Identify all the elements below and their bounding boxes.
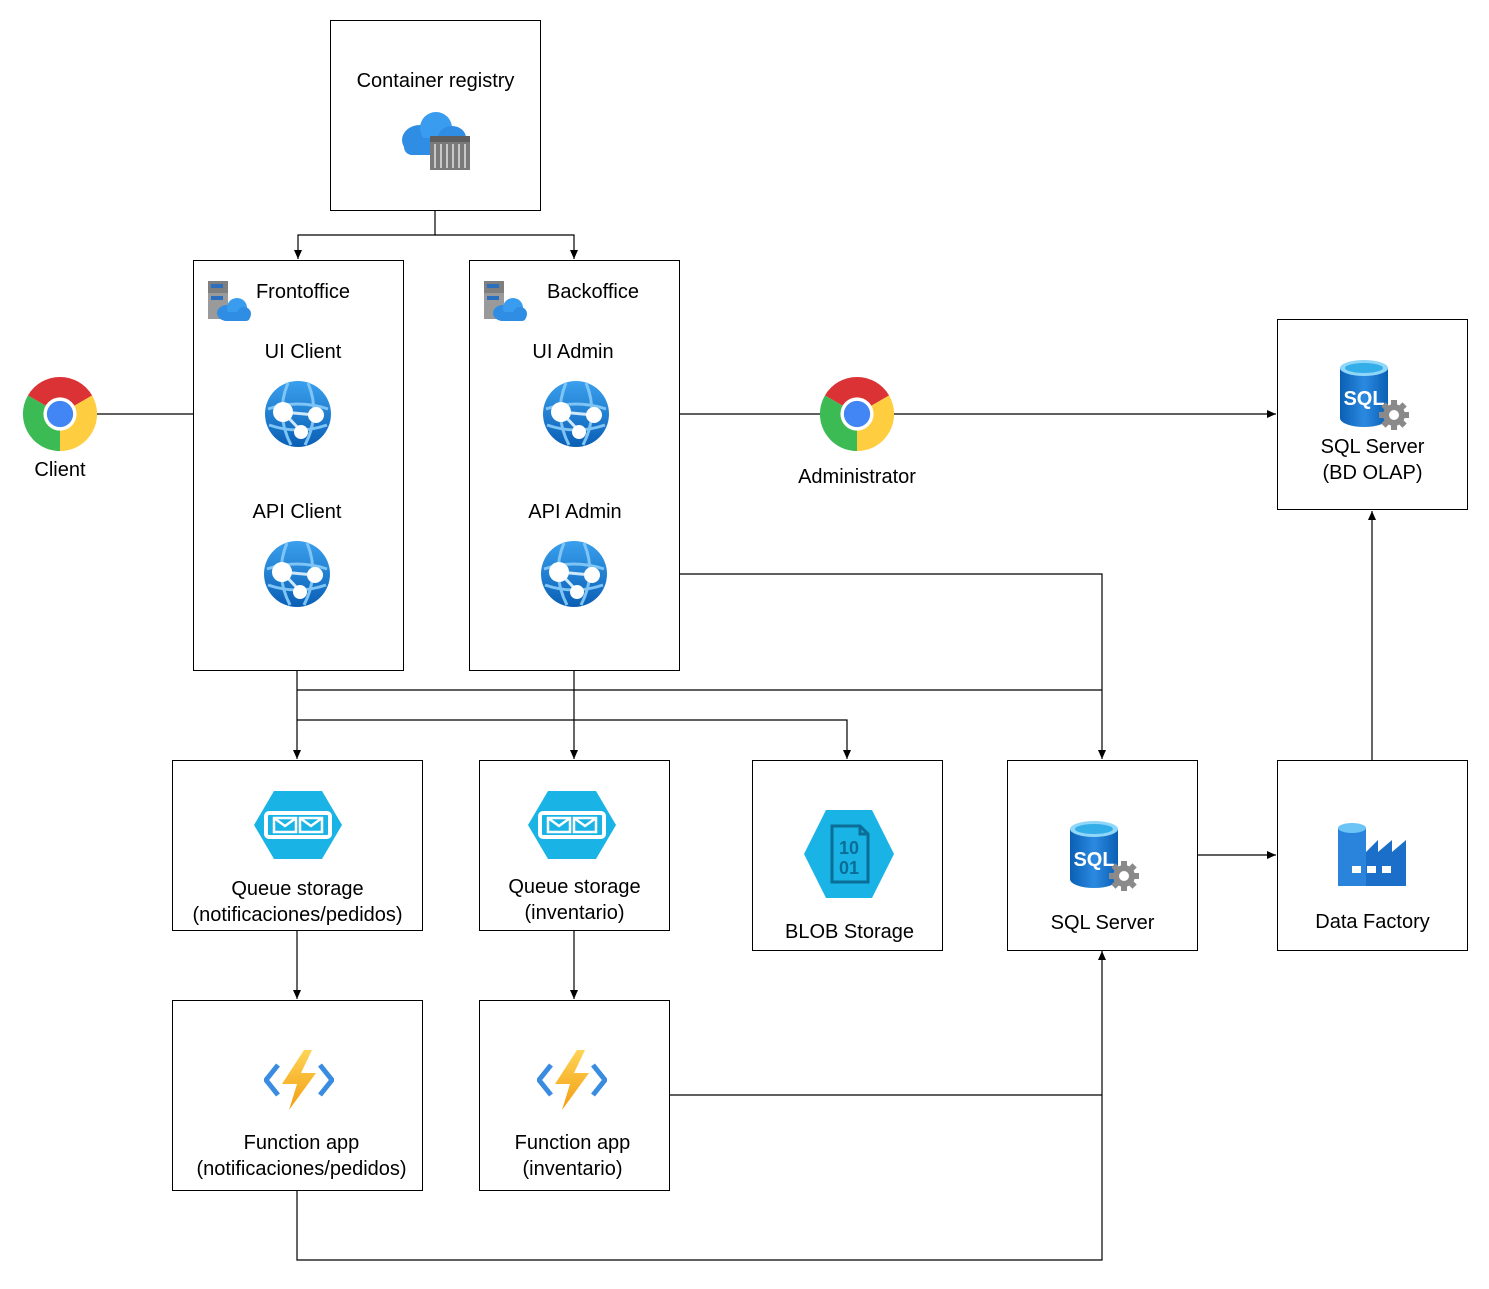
queue-notif-label-2: (notificaciones/pedidos) xyxy=(192,904,403,926)
blob-storage-icon: 10 01 xyxy=(804,810,894,898)
sql-glyph: SQL xyxy=(1073,849,1114,871)
sql-olap-label-2: (BD OLAP) xyxy=(1322,462,1423,484)
function-notif-label-1: Function app xyxy=(243,1132,360,1154)
sql-glyph: SQL xyxy=(1343,388,1384,410)
web-app-globe-icon[interactable] xyxy=(539,539,609,609)
queue-storage-icon xyxy=(526,789,618,861)
chrome-browser-icon[interactable] xyxy=(21,375,99,453)
administrator-label: Administrator xyxy=(798,466,916,488)
queue-notif-label-1: Queue storage xyxy=(231,878,364,900)
blob-bits-1: 10 xyxy=(839,838,859,858)
queue-inv-label-2: (inventario) xyxy=(524,902,625,924)
function-app-icon xyxy=(264,1049,334,1111)
queue-storage-icon xyxy=(252,789,344,861)
sql-database-icon: SQL xyxy=(1340,360,1409,430)
sql-database-icon: SQL xyxy=(1070,821,1139,891)
function-inv-label-1: Function app xyxy=(514,1132,631,1154)
ui-admin-label: UI Admin xyxy=(532,341,614,363)
api-admin-label: API Admin xyxy=(528,501,622,523)
server-cloud-icon xyxy=(483,280,527,322)
edge-apiadmin-sql xyxy=(609,573,1106,759)
frontoffice-label: Frontoffice xyxy=(255,281,351,303)
function-inv-box[interactable] xyxy=(479,1000,670,1191)
edge-apiclient-blob xyxy=(297,719,851,759)
function-app-icon xyxy=(537,1049,607,1111)
api-client-label: API Client xyxy=(252,501,342,523)
data-factory-label: Data Factory xyxy=(1315,911,1430,933)
blob-storage-label: BLOB Storage xyxy=(785,921,914,943)
web-app-globe-icon[interactable] xyxy=(263,379,333,449)
web-app-globe-icon[interactable] xyxy=(541,379,611,449)
web-app-globe-icon[interactable] xyxy=(262,539,332,609)
function-inv-label-2: (inventario) xyxy=(522,1158,623,1180)
sql-olap-label-1: SQL Server xyxy=(1320,436,1425,458)
function-notif-label-2: (notificaciones/pedidos) xyxy=(196,1158,407,1180)
data-factory-icon xyxy=(1336,818,1408,890)
blob-bits-2: 01 xyxy=(839,858,859,878)
queue-inv-label-1: Queue storage xyxy=(508,876,641,898)
server-cloud-icon xyxy=(207,280,251,322)
backoffice-label: Backoffice xyxy=(547,281,639,303)
ui-client-label: UI Client xyxy=(264,341,342,363)
edge-funcnotif-sql xyxy=(296,951,1106,1261)
edge-registry-frontoffice xyxy=(294,210,436,259)
container-registry-label: Container registry xyxy=(356,70,515,92)
cloud-container-icon xyxy=(402,112,470,170)
client-label: Client xyxy=(34,459,86,481)
edge-registry-backoffice xyxy=(435,234,578,259)
sql-server-label: SQL Server xyxy=(1050,912,1155,934)
chrome-browser-icon[interactable] xyxy=(818,375,896,453)
